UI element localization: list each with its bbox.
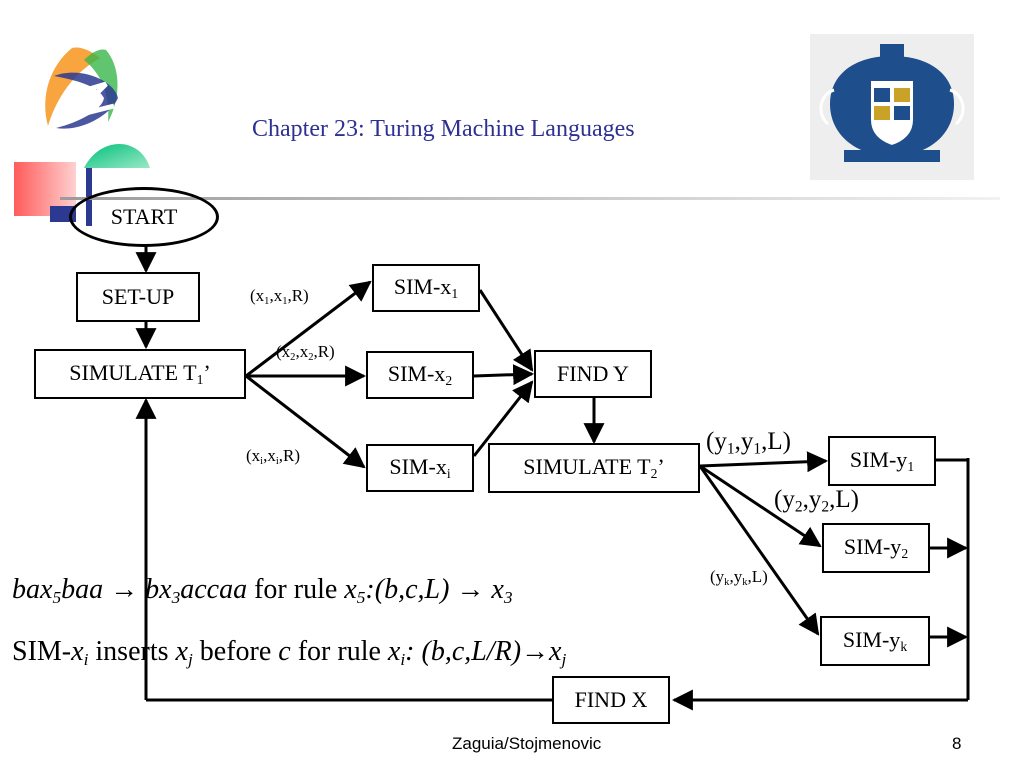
edge-label-yk: (yk,yk,L) [710, 567, 768, 589]
setup-box: SET-UP [76, 272, 200, 322]
sim-xi-box: SIM-xi [366, 444, 474, 492]
sim-y2-box: SIM-y2 [822, 523, 930, 573]
simulate-t1-box: SIMULATE T1’ [34, 349, 246, 399]
simulate-t2-box: SIMULATE T2’ [488, 443, 700, 493]
edge-label-y1: (y1,y1,L) [706, 428, 791, 458]
simulate-t1-label: SIMULATE T1’ [69, 359, 211, 388]
conference-logo-icon [10, 36, 160, 226]
find-x-label: FIND X [574, 687, 648, 712]
title-divider [60, 197, 1000, 200]
footer-authors: Zaguia/Stojmenovic [452, 734, 602, 753]
setup-label: SET-UP [101, 284, 175, 309]
sim-yk-box: SIM-yk [820, 616, 930, 666]
start-label: START [110, 204, 178, 229]
rule-example-line: bax5baa → bx3accaa for rule x5:(b,c,L) →… [12, 574, 513, 608]
sim-yk-label: SIM-yk [842, 626, 908, 655]
slide-title: Chapter 23: Turing Machine Languages [252, 116, 635, 142]
footer-page-number: 8 [952, 734, 962, 753]
sim-y1-label: SIM-y1 [849, 446, 915, 475]
edge-label-x1: (x1,x1,R) [250, 286, 309, 308]
sim-xi-label: SIM-xi [389, 453, 451, 482]
edge-label-xi: (xi,xi,R) [246, 446, 301, 468]
start-node: START [69, 187, 219, 247]
sim-y1-box: SIM-y1 [828, 436, 936, 486]
sim-x1-label: SIM-x1 [393, 273, 459, 302]
sim-x2-box: SIM-x2 [366, 351, 474, 399]
university-crest-icon [810, 34, 974, 180]
edge-label-x2: (x2,x2,R) [276, 342, 335, 364]
simulate-t2-label: SIMULATE T2’ [523, 453, 665, 482]
sim-x1-box: SIM-x1 [372, 264, 480, 312]
sim-y2-label: SIM-y2 [843, 533, 909, 562]
find-y-label: FIND Y [557, 361, 629, 386]
find-x-box: FIND X [552, 676, 670, 724]
rule-description-line: SIM-xi inserts xj before c for rule xi: … [12, 636, 567, 670]
edge-label-y2: (y2,y2,L) [774, 486, 859, 516]
sim-x2-label: SIM-x2 [387, 360, 453, 389]
find-y-box: FIND Y [534, 350, 652, 398]
